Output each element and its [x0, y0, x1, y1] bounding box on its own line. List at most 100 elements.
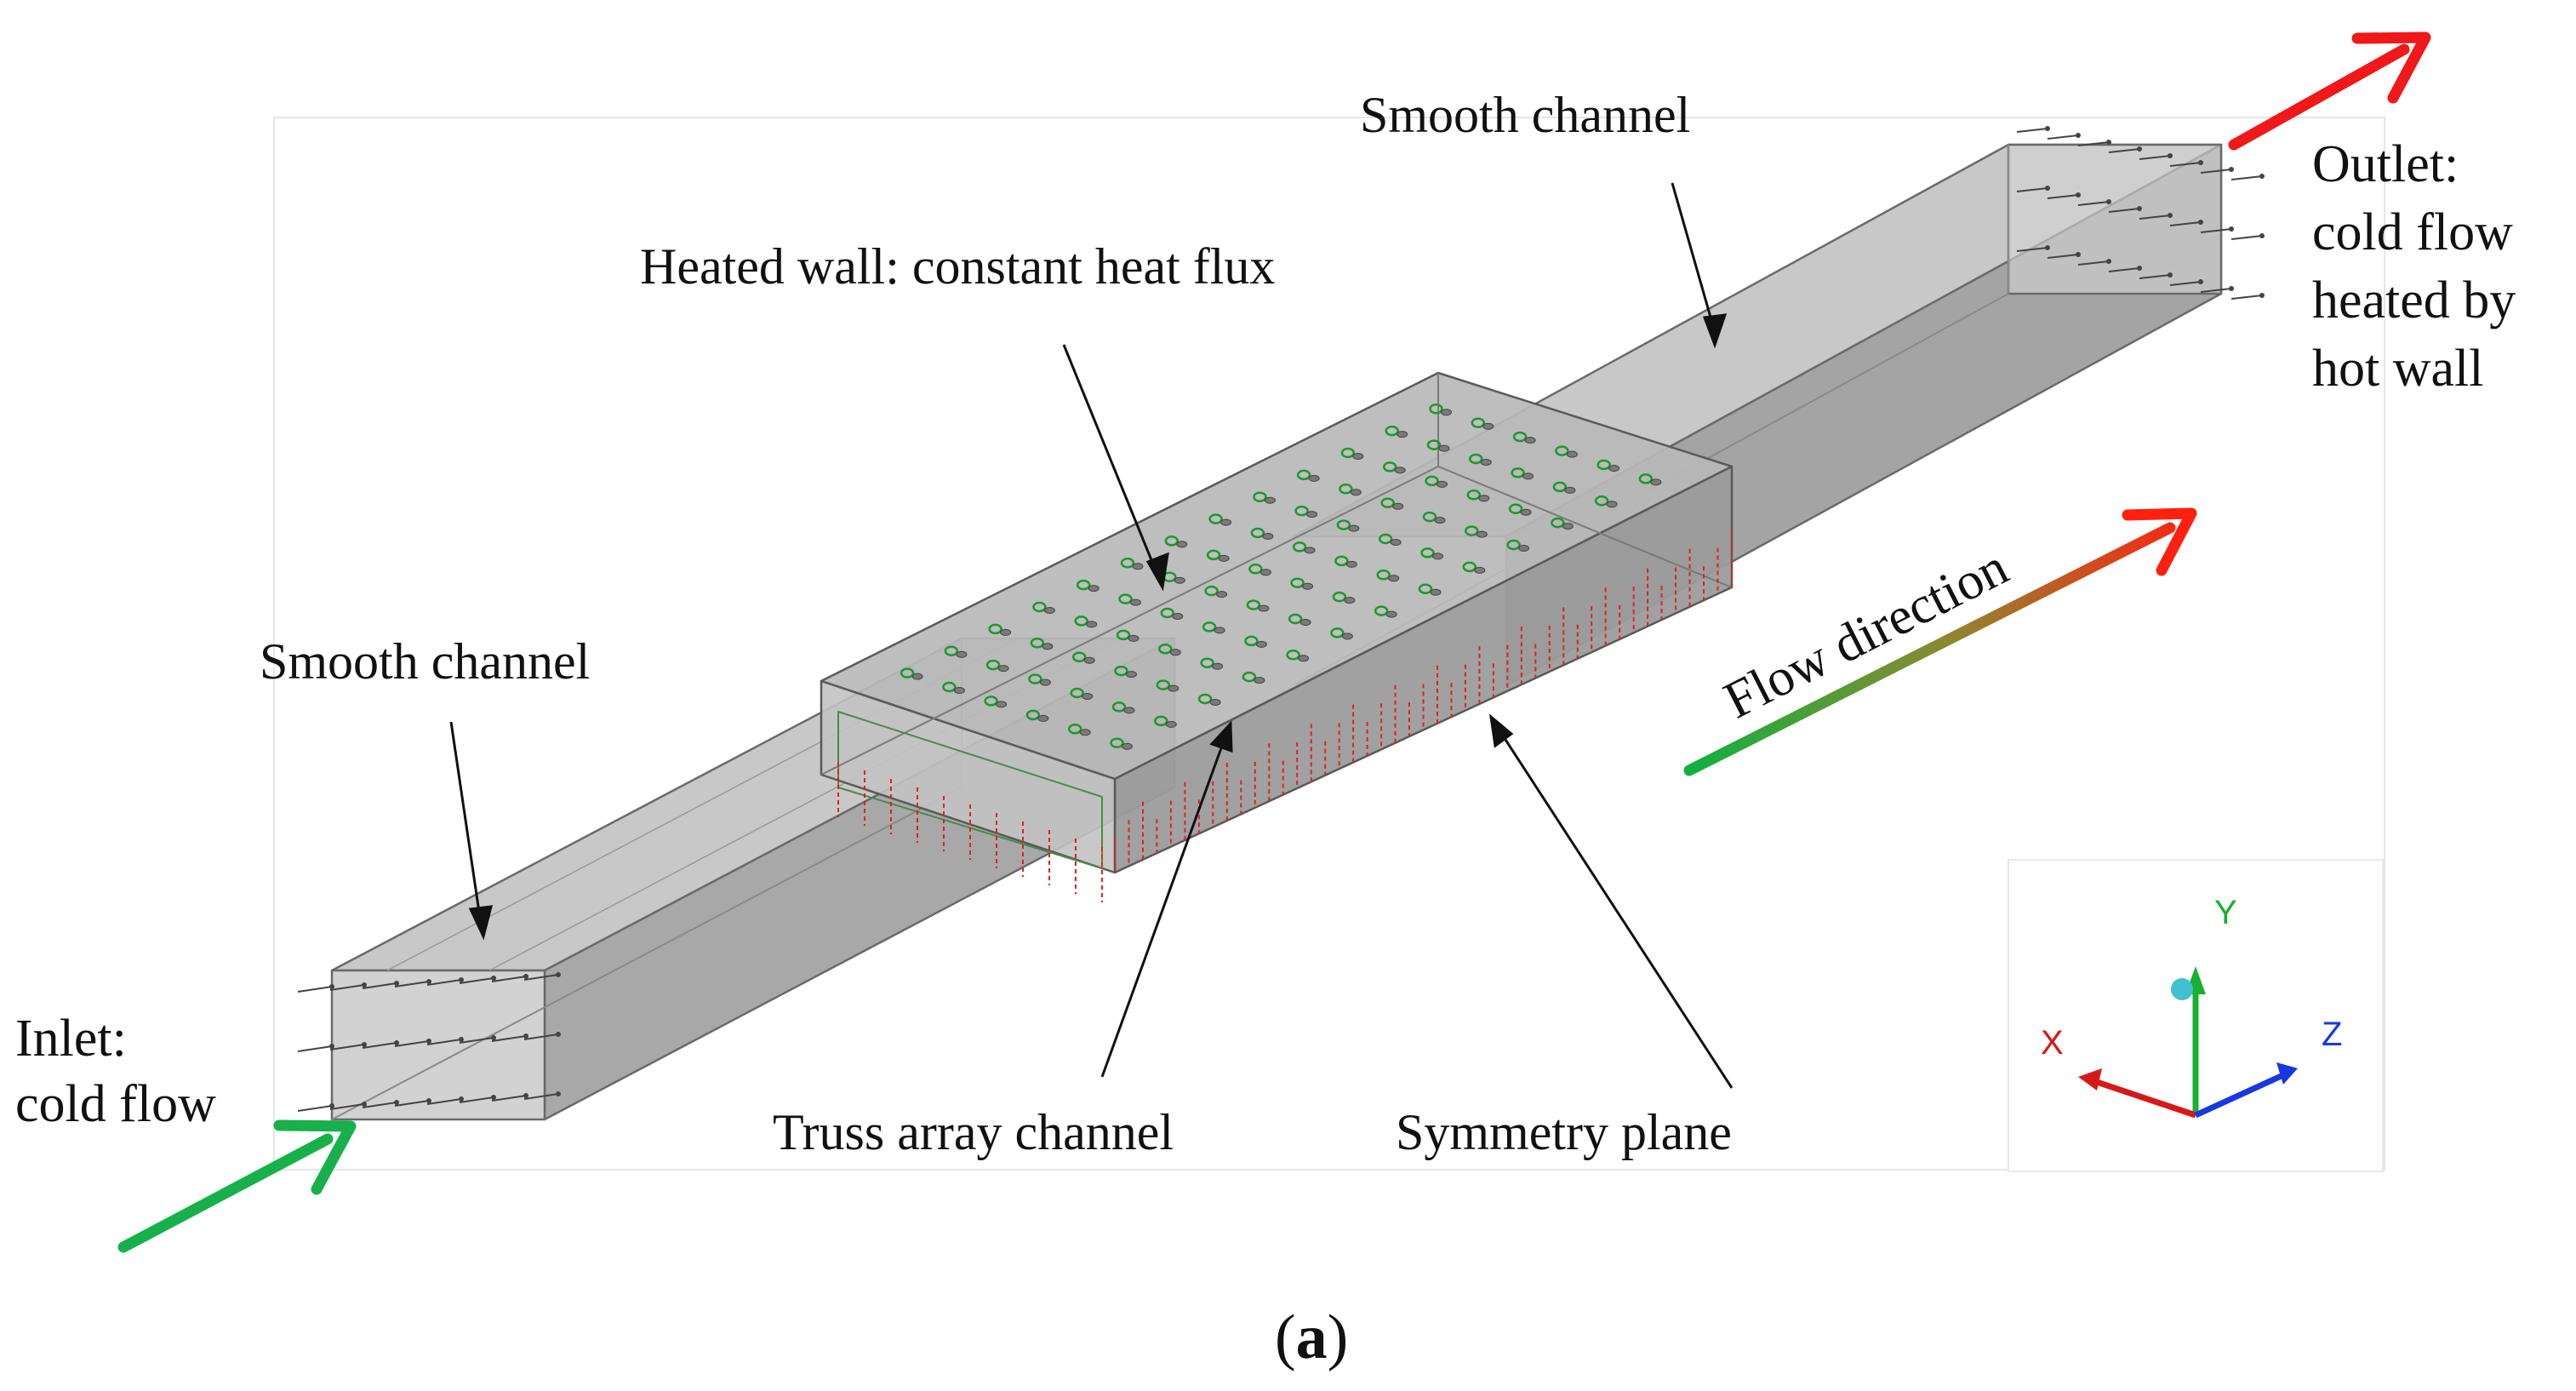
truss-marker [1032, 601, 1047, 613]
truss-marker [1511, 467, 1525, 478]
bc-arrow-tip [2198, 160, 2203, 165]
truss-hole [1218, 554, 1230, 562]
truss-marker [942, 681, 957, 693]
truss-hole [1430, 588, 1442, 596]
bc-arrow [491, 976, 527, 982]
truss-hole [1258, 604, 1270, 612]
bc-arrow-tip [556, 1091, 561, 1096]
truss-marker [1292, 541, 1307, 552]
bc-arrow-tip [362, 1102, 367, 1107]
label-outlet-line4: hot wall [2312, 340, 2483, 398]
bc-arrow-tip [2229, 226, 2234, 232]
truss-hole [911, 673, 923, 680]
truss-hole [1079, 729, 1091, 736]
truss-marker [1286, 650, 1300, 661]
bc-arrow-tip [2259, 293, 2265, 298]
caption-open-paren: ( [1275, 1302, 1296, 1372]
bc-arrow [2016, 128, 2048, 133]
truss-hole [1564, 486, 1576, 494]
label-inlet-line1: Inlet: [15, 1010, 127, 1068]
truss-hole [1478, 495, 1490, 502]
bc-arrow [2230, 235, 2263, 240]
truss-hole [1254, 677, 1265, 684]
truss-hole [1298, 655, 1310, 662]
truss-marker [1382, 461, 1397, 472]
truss-marker [1336, 519, 1351, 530]
bc-arrow [523, 1093, 559, 1100]
label-outlet-line1: Outlet: [2312, 135, 2459, 193]
truss-marker [1154, 715, 1168, 727]
truss-hole [1212, 662, 1224, 670]
bc-arrow-tip [329, 984, 334, 989]
leader-truss-array-head [1209, 720, 1233, 753]
truss-marker [1420, 547, 1435, 558]
leader-truss-array [1100, 736, 1227, 1078]
bc-arrow [459, 1096, 494, 1103]
truss-hole [1306, 511, 1318, 518]
truss-hole [1344, 597, 1356, 604]
truss-array-block [820, 371, 1734, 874]
bc-arrow-tip [426, 1098, 431, 1103]
truss-marker [1200, 657, 1214, 668]
bc-arrow [394, 1100, 430, 1107]
bc-arrow-tip [2076, 133, 2081, 138]
bc-arrow [2047, 194, 2079, 199]
truss-hole [1037, 714, 1049, 722]
bc-arrow-tip [2229, 167, 2234, 172]
bc-arrow-tip [491, 976, 496, 981]
bc-arrow [2169, 162, 2202, 167]
label-inlet-line2: cold flow [15, 1075, 216, 1133]
truss-hole [1165, 720, 1177, 728]
truss-hole [1394, 467, 1406, 474]
truss-marker [1462, 561, 1477, 573]
leader-smooth-top-head [1702, 313, 1728, 349]
truss-marker [1385, 425, 1399, 437]
bc-arrow-tip [2137, 146, 2142, 152]
inlet-arrow [117, 1119, 357, 1253]
truss-marker [1552, 481, 1568, 493]
bc-arrow-tip [394, 981, 399, 986]
axis-origin-ball [2171, 978, 2193, 1000]
truss-hole [1304, 547, 1316, 554]
truss-marker [1334, 555, 1349, 567]
bc-arrow [2077, 201, 2110, 206]
truss-marker [1250, 527, 1265, 539]
bc-arrow-tip [2198, 220, 2203, 225]
truss-hole [1174, 576, 1185, 584]
truss-hole [1176, 541, 1188, 548]
bc-arrow [459, 1037, 494, 1044]
truss-hole [1392, 502, 1404, 510]
truss-marker [1332, 591, 1347, 603]
bc-arrow-tip [2076, 252, 2081, 257]
truss-marker [1594, 495, 1609, 507]
axis-x-label: X [2041, 1024, 2064, 1062]
truss-hole [1434, 517, 1446, 524]
bc-arrow [394, 1040, 430, 1047]
truss-marker [1512, 431, 1528, 443]
bc-arrow [2200, 288, 2232, 293]
truss-marker [1070, 687, 1084, 699]
bc-arrow-tip [2229, 286, 2234, 291]
bc-arrow-tip [394, 1100, 399, 1105]
truss-hole [1562, 523, 1574, 530]
truss-hole [1341, 633, 1353, 640]
truss-marker [1074, 615, 1088, 627]
truss-hole [1132, 563, 1144, 570]
truss-hole [1608, 465, 1620, 472]
bc-arrow [297, 1045, 333, 1052]
bc-arrow [2108, 267, 2140, 272]
leader-smooth-left-head [468, 905, 494, 941]
outlet-arrow [2228, 31, 2431, 151]
truss-marker [1208, 513, 1223, 524]
truss-marker [1197, 693, 1213, 705]
symmetry-markers [837, 529, 1733, 902]
truss-hole [1264, 496, 1276, 504]
truss-hole [1259, 569, 1271, 576]
bc-arrow [362, 1042, 397, 1049]
leader-smooth-top [1671, 182, 1716, 333]
bc-arrow-tip [523, 974, 528, 979]
truss-marker [1422, 511, 1437, 523]
bc-arrow [426, 979, 462, 986]
label-truss-array-channel: Truss array channel [773, 1104, 1174, 1160]
truss-marker [985, 659, 1001, 671]
